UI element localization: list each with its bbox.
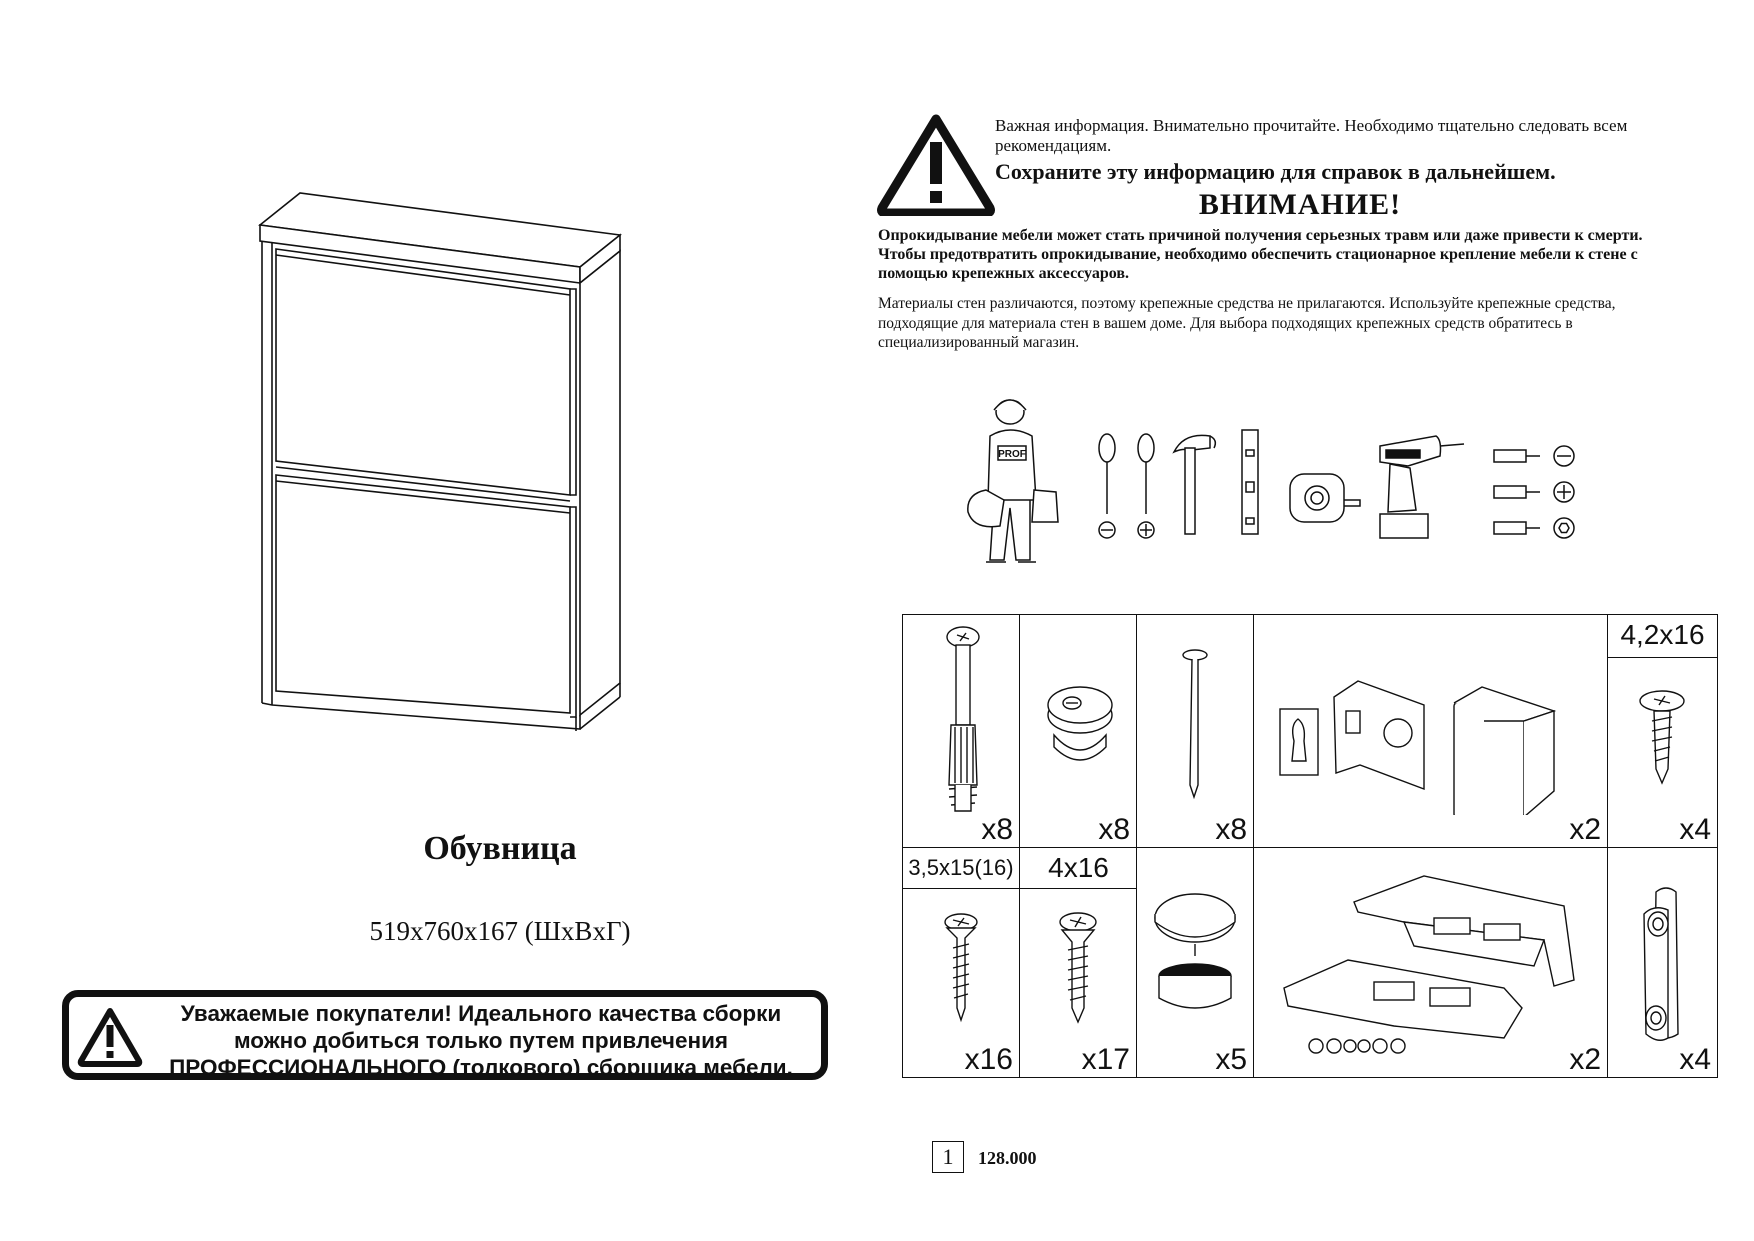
tools-row: PROF: [967, 399, 1575, 563]
hammer-icon: [1172, 434, 1217, 535]
flat-screwdriver-icon: [1098, 433, 1116, 539]
hardware-size-label: 3,5x15(16): [903, 848, 1019, 889]
hardware-cell-bumper: x4: [1607, 847, 1718, 1078]
attention-heading: ВНИМАНИЕ!: [1198, 188, 1402, 221]
hardware-qty: x2: [1569, 1043, 1601, 1076]
tape-measure-icon: [1289, 473, 1361, 523]
warning-triangle-icon: [877, 114, 995, 216]
worker-badge: PROF: [998, 449, 1026, 460]
page-number: 1: [932, 1141, 964, 1173]
hardware-qty: x8: [1098, 813, 1130, 846]
shoe-rack-mechanism-icon: [1283, 875, 1575, 1054]
customer-notice-line-3: ПРОФЕССИОНАЛЬНОГО (толкового) сборщика м…: [169, 1055, 793, 1080]
hardware-cell-cam-lock: x8: [1019, 614, 1137, 848]
hardware-qty: x8: [981, 813, 1013, 846]
phillips-screwdriver-icon: [1137, 433, 1155, 539]
cordless-drill-icon: [1379, 435, 1465, 539]
customer-notice-line-1: Уважаемые покупатели! Идеального качеств…: [180, 1001, 782, 1026]
hardware-cell-mechanism: x2: [1253, 847, 1608, 1078]
customer-notice-box: Уважаемые покупатели! Идеального качеств…: [62, 990, 828, 1080]
tip-over-warning: Опрокидывание мебели может стать причино…: [878, 227, 1643, 282]
furniture-glide-icon: [1154, 893, 1236, 1009]
hardware-qty: x4: [1679, 813, 1711, 846]
important-info-bold: Сохраните эту информацию для справок в д…: [995, 159, 1556, 184]
nail-icon: [1182, 649, 1208, 800]
hardware-cell-wall-bracket: x2: [1253, 614, 1608, 848]
shoe-cabinet-illustration: [258, 192, 622, 731]
important-info-text: Важная информация. Внимательно прочитайт…: [995, 116, 1628, 155]
door-bumper-icon: [1643, 887, 1679, 1041]
drill-bits-icon: [1493, 445, 1575, 539]
hardware-size-label: 4,2x16: [1608, 615, 1717, 658]
hardware-qty: x8: [1215, 813, 1247, 846]
screw-icon: [1059, 912, 1097, 1024]
hardware-qty: x5: [1215, 1043, 1247, 1076]
hardware-qty: x17: [1081, 1043, 1130, 1076]
product-dimensions: 519x760x167 (ШxВxГ): [369, 916, 631, 946]
spirit-level-icon: [1241, 429, 1259, 535]
hardware-qty: x16: [964, 1043, 1013, 1076]
screw-icon: [1639, 690, 1685, 785]
hardware-cell-screw-4x16: 4x16 x17: [1019, 847, 1137, 1078]
hardware-cell-nail: x8: [1136, 614, 1254, 848]
cam-lock-icon: [1047, 686, 1113, 761]
hardware-cell-screw-3-5x15: 3,5x15(16) x16: [902, 847, 1020, 1078]
product-title: Обувница: [423, 830, 577, 867]
hardware-cell-glide: x5: [1136, 847, 1254, 1078]
wall-bracket-set-icon: [1279, 680, 1557, 818]
hardware-cell-screw-4-2x16: 4,2x16 x4: [1607, 614, 1718, 848]
worker-icon: PROF: [967, 399, 1059, 563]
document-code: 128.000: [978, 1148, 1037, 1168]
hardware-size-label: 4x16: [1020, 848, 1137, 889]
screw-icon: [944, 913, 978, 1023]
customer-notice-line-2: можно добиться только путем привлечения: [233, 1028, 729, 1053]
confirmat-bolt-icon: [946, 626, 980, 812]
hardware-qty: x4: [1679, 1043, 1711, 1076]
hardware-table: x8 x8 x8: [902, 614, 1718, 1078]
warning-triangle-icon: [77, 1008, 143, 1067]
materials-note: Материалы стен различаются, поэтому креп…: [878, 295, 1616, 351]
hardware-cell-confirmat: x8: [902, 614, 1020, 848]
hardware-qty: x2: [1569, 813, 1601, 846]
